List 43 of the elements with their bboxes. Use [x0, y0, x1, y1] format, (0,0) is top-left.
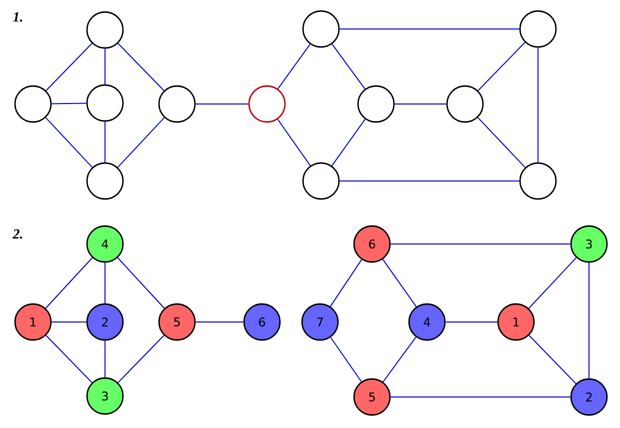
edge-line [277, 118, 311, 166]
circle-node [158, 85, 196, 123]
circle-node [357, 85, 395, 123]
edge-line [331, 118, 366, 166]
edge-line [45, 257, 93, 309]
circle-node [14, 85, 52, 123]
edge-line [588, 262, 590, 379]
edge-line [118, 334, 164, 384]
edge-line [118, 42, 164, 92]
edge-line [46, 334, 92, 384]
circle-node [86, 84, 124, 122]
circle-node [302, 162, 340, 200]
edge-line [117, 257, 165, 309]
edge-line [104, 48, 106, 85]
edge-line [382, 336, 416, 382]
circle-node [446, 85, 484, 123]
section-number: 2. [12, 229, 22, 239]
circle-node [86, 162, 124, 200]
edge-line [117, 117, 165, 168]
section-number: 1. [13, 12, 22, 22]
edge-line [477, 117, 526, 168]
edge-line [339, 28, 520, 30]
edge-line [104, 262, 106, 304]
edge-line [528, 334, 576, 384]
circle-node [86, 11, 124, 49]
edge-line [478, 42, 526, 92]
edge-line [104, 340, 106, 378]
circle-node [248, 85, 286, 123]
edge-line [46, 42, 92, 92]
edge-line [330, 259, 362, 307]
circle-node [519, 162, 557, 200]
edge-line [390, 396, 571, 398]
edge-line [45, 117, 93, 168]
edge-line [382, 258, 417, 308]
edge-line [104, 121, 106, 163]
edge-line [51, 102, 87, 104]
edge-line [277, 44, 311, 90]
circle-node [519, 10, 557, 48]
edge-line [339, 180, 520, 182]
edge-line [332, 44, 366, 90]
edge-line [330, 336, 362, 382]
circle-node [302, 10, 340, 48]
edge-line [528, 257, 577, 309]
